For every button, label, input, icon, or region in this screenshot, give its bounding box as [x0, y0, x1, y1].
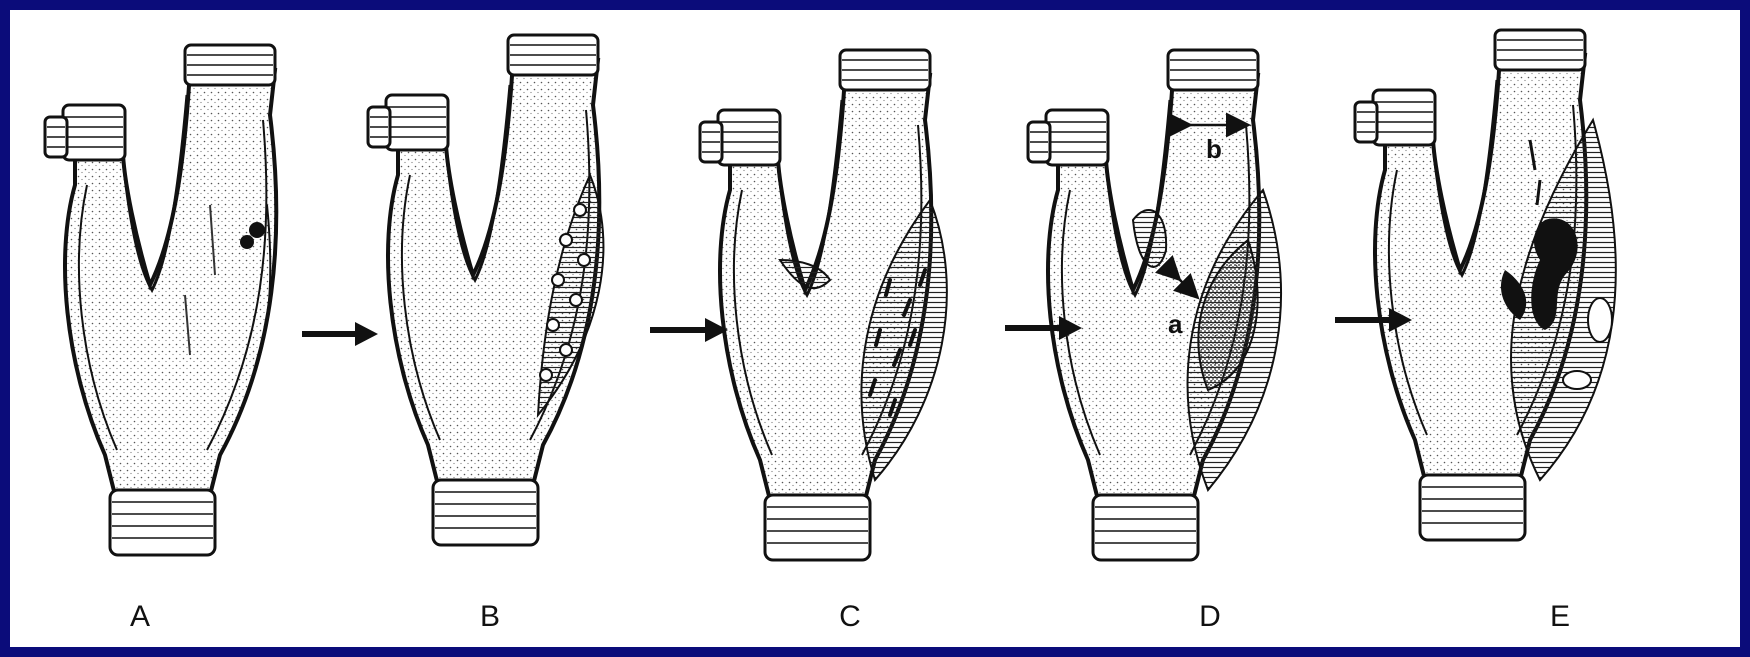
stage-label-d: D	[1190, 600, 1230, 634]
stage-b-vessel	[368, 35, 603, 545]
stage-label-b: B	[470, 600, 510, 634]
arrow-a-to-b-icon	[302, 322, 378, 346]
stage-label-e: E	[1540, 600, 1580, 634]
stage-c-vessel	[700, 50, 947, 560]
stage-a-vessel	[45, 45, 276, 555]
stage-d-vessel: b a	[1028, 50, 1281, 560]
stage-e-vessel	[1355, 30, 1616, 540]
artery-progression-diagram: b a	[10, 10, 1740, 647]
arrow-b-to-c-icon	[650, 318, 728, 342]
stage-label-c: C	[830, 600, 870, 634]
figure-frame: b a	[10, 10, 1740, 647]
annotation-b: b	[1206, 134, 1222, 164]
stage-label-a: A	[120, 600, 160, 634]
annotation-a: a	[1168, 309, 1183, 339]
